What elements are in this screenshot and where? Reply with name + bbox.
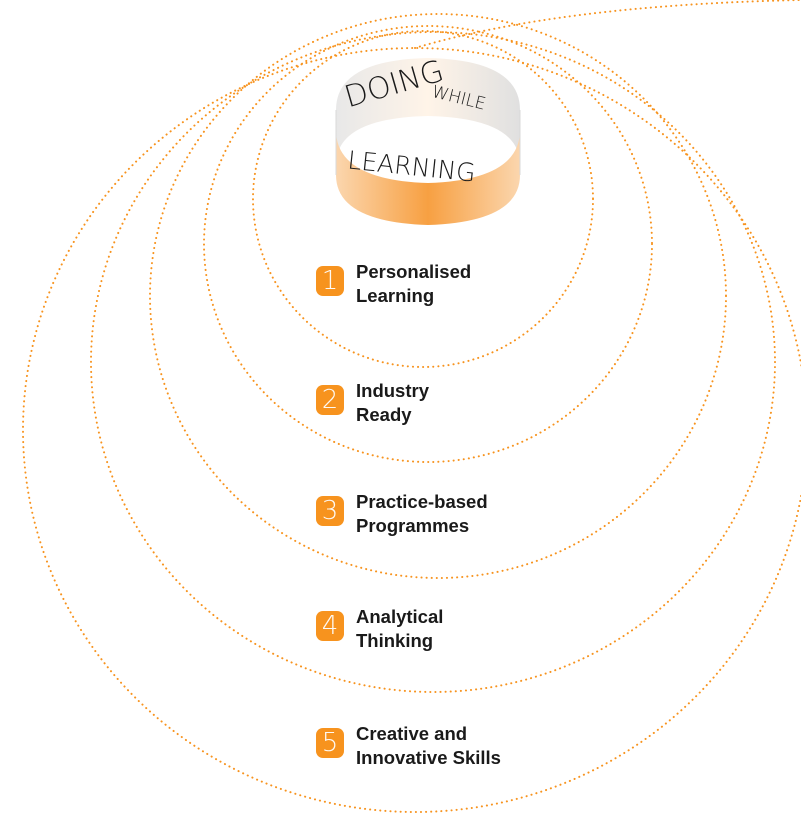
item-label-line1: Analytical bbox=[356, 606, 444, 627]
list-item-2: 2 Industry Ready bbox=[316, 379, 429, 427]
item-label-line2: Learning bbox=[356, 285, 435, 306]
number-badge-text: 3 bbox=[321, 496, 339, 526]
item-label: Personalised Learning bbox=[356, 260, 471, 308]
ring-1 bbox=[252, 30, 594, 368]
item-label-line2: Ready bbox=[356, 404, 412, 425]
item-label-line2: Innovative Skills bbox=[356, 747, 501, 768]
ring-2 bbox=[203, 25, 653, 463]
ring-4 bbox=[90, 31, 776, 693]
list-item-3: 3 Practice-based Programmes bbox=[316, 490, 488, 538]
item-label: Analytical Thinking bbox=[356, 605, 443, 653]
item-label-line2: Programmes bbox=[356, 515, 470, 536]
number-badge-text: 5 bbox=[321, 728, 339, 758]
item-label-line1: Creative and bbox=[356, 723, 468, 744]
number-badge-text: 1 bbox=[321, 266, 339, 296]
item-label: Practice-based Programmes bbox=[356, 490, 488, 538]
item-label: Industry Ready bbox=[356, 379, 429, 427]
doing-while-learning-logo bbox=[335, 58, 521, 225]
logo-text-learning: LEARNING bbox=[346, 145, 477, 187]
number-badge-text: 2 bbox=[321, 385, 339, 415]
list-item-5: 5 Creative and Innovative Skills bbox=[316, 722, 501, 770]
item-label-line2: Thinking bbox=[356, 630, 434, 651]
item-label-line1: Personalised bbox=[356, 261, 472, 282]
logo-text-doing: DOING bbox=[341, 54, 448, 116]
list-item-4: 4 Analytical Thinking bbox=[316, 605, 443, 653]
item-label-line1: Practice-based bbox=[356, 491, 488, 512]
number-badge: 5 bbox=[316, 728, 344, 758]
ring-5 bbox=[22, 47, 801, 813]
number-badge: 4 bbox=[316, 611, 344, 641]
ring-3 bbox=[149, 13, 727, 579]
logo-text-while: WHILE bbox=[430, 82, 488, 115]
number-badge: 2 bbox=[316, 385, 344, 415]
number-badge-text: 4 bbox=[321, 611, 339, 641]
list-item-1: 1 Personalised Learning bbox=[316, 260, 471, 308]
item-label-line1: Industry bbox=[356, 380, 429, 401]
ring-tail bbox=[414, 0, 801, 49]
number-badge: 3 bbox=[316, 496, 344, 526]
item-label: Creative and Innovative Skills bbox=[356, 722, 501, 770]
number-badge: 1 bbox=[316, 266, 344, 296]
